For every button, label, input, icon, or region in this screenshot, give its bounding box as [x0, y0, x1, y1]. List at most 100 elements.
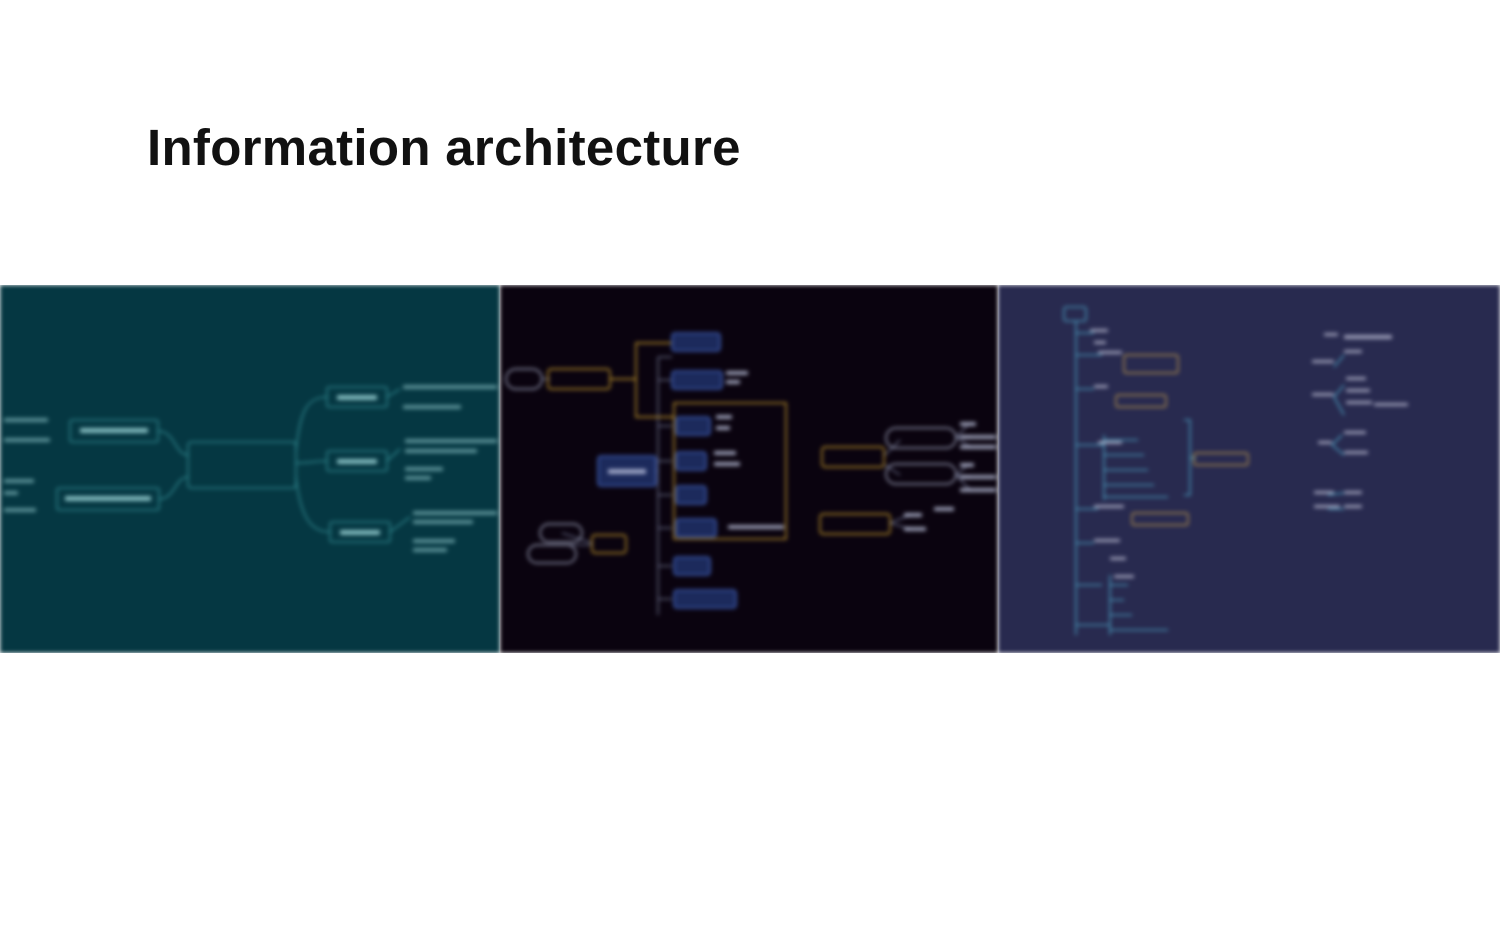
text-side-14 [934, 507, 954, 511]
label-left-lower [65, 496, 151, 501]
label-left-upper [80, 428, 148, 433]
accent-node-bottom [591, 534, 627, 554]
ellipse-node-top [505, 368, 543, 390]
text-side-6 [714, 462, 740, 466]
text-right-4 [405, 449, 477, 453]
tree-label-15 [1346, 377, 1366, 380]
tree-label-18 [1374, 403, 1408, 406]
tree-label-3 [1098, 351, 1122, 354]
tree-root-node [1063, 306, 1087, 322]
text-side-5 [714, 451, 736, 455]
text-far-left-1 [4, 418, 48, 422]
tree-label-1 [1090, 329, 1108, 332]
tree-label-2 [1094, 341, 1106, 344]
text-side-16 [904, 527, 926, 531]
label-right-bottom [340, 530, 380, 535]
connector-left-lower [158, 476, 189, 500]
text-far-left-3 [4, 479, 34, 483]
text-right-7 [413, 511, 497, 515]
text-side-12 [960, 475, 996, 479]
text-side-13 [960, 488, 996, 492]
connector-left-upper [157, 430, 189, 456]
tree-label-23 [1314, 505, 1340, 508]
tree-label-21 [1344, 451, 1368, 454]
tree-label-25 [1344, 505, 1362, 508]
center-node [187, 441, 297, 489]
text-far-left-2 [4, 438, 50, 442]
text-right-9 [413, 539, 455, 543]
tree-label-4 [1094, 385, 1108, 388]
ellipse-node-left-2 [527, 544, 577, 564]
accent-box-4 [1131, 512, 1189, 526]
panel-background [998, 285, 1500, 653]
flow-dark-diagram [500, 285, 998, 653]
node-5 [675, 485, 707, 505]
node-6 [675, 518, 717, 538]
node-2 [671, 370, 723, 390]
text-node-labels [608, 469, 646, 474]
tree-label-8 [1110, 557, 1126, 560]
right-cluster-connectors [1327, 354, 1345, 510]
ellipse-node-right-2 [885, 463, 957, 485]
text-side-4 [716, 426, 730, 430]
text-side-15 [904, 513, 922, 517]
tree-label-24 [1344, 491, 1362, 494]
accent-node-right-2 [819, 513, 891, 535]
accent-node-right-1 [821, 446, 885, 468]
panel-background [500, 285, 998, 653]
ellipse-node-right-1 [885, 427, 957, 449]
tree-panel-navy [998, 285, 1500, 653]
connector-right-bottom [295, 476, 331, 533]
accent-box-3 [1193, 452, 1249, 466]
text-right-5 [405, 467, 443, 471]
tree-label-6 [1094, 505, 1124, 508]
connector-out-bottom [389, 516, 411, 533]
text-side-11 [960, 463, 974, 467]
text-far-left-5 [4, 508, 36, 512]
tree-branches [1076, 332, 1110, 626]
accent-box-2 [1115, 394, 1167, 408]
connector-right-top [295, 396, 328, 451]
text-right-1 [403, 385, 497, 389]
flow-panel-dark [500, 285, 998, 653]
text-right-6 [405, 476, 431, 480]
tree-label-20 [1344, 431, 1366, 434]
tree-label-13 [1344, 350, 1362, 353]
node-1 [671, 332, 721, 352]
connector-right-middle [295, 460, 328, 464]
text-side-9 [960, 435, 996, 439]
node-4 [675, 451, 707, 471]
text-side-1 [726, 371, 748, 375]
node-7 [673, 556, 711, 576]
connector-out-middle [386, 448, 401, 462]
node-3 [675, 416, 711, 436]
text-right-3 [405, 439, 497, 443]
page-title: Information architecture [147, 119, 741, 176]
tree-label-17 [1346, 401, 1372, 404]
text-side-2 [726, 380, 740, 384]
accent-connector [610, 342, 674, 418]
bracket-right [1184, 419, 1196, 496]
tree-label-22 [1314, 491, 1334, 494]
tree-label-12 [1312, 360, 1334, 363]
text-right-8 [413, 520, 473, 524]
mindmap-teal-diagram [0, 285, 500, 653]
tree-label-10 [1324, 333, 1338, 336]
connector-out-top [386, 388, 401, 398]
tree-label-14 [1312, 393, 1334, 396]
accent-node-top [547, 368, 611, 390]
tree-label-5 [1098, 441, 1122, 444]
diagram-strip [0, 285, 1500, 653]
ellipse-node-left-1 [539, 523, 583, 543]
tree-navy-diagram [998, 285, 1500, 653]
text-side-10 [960, 445, 996, 449]
tree-label-7 [1094, 539, 1120, 542]
group-frame [673, 402, 787, 540]
subtree-bottom [1109, 575, 1168, 635]
text-right-2 [403, 405, 461, 409]
text-side-7 [728, 525, 784, 529]
tree-label-9 [1114, 575, 1134, 578]
mindmap-panel-teal [0, 285, 500, 653]
text-side-8 [960, 422, 976, 426]
